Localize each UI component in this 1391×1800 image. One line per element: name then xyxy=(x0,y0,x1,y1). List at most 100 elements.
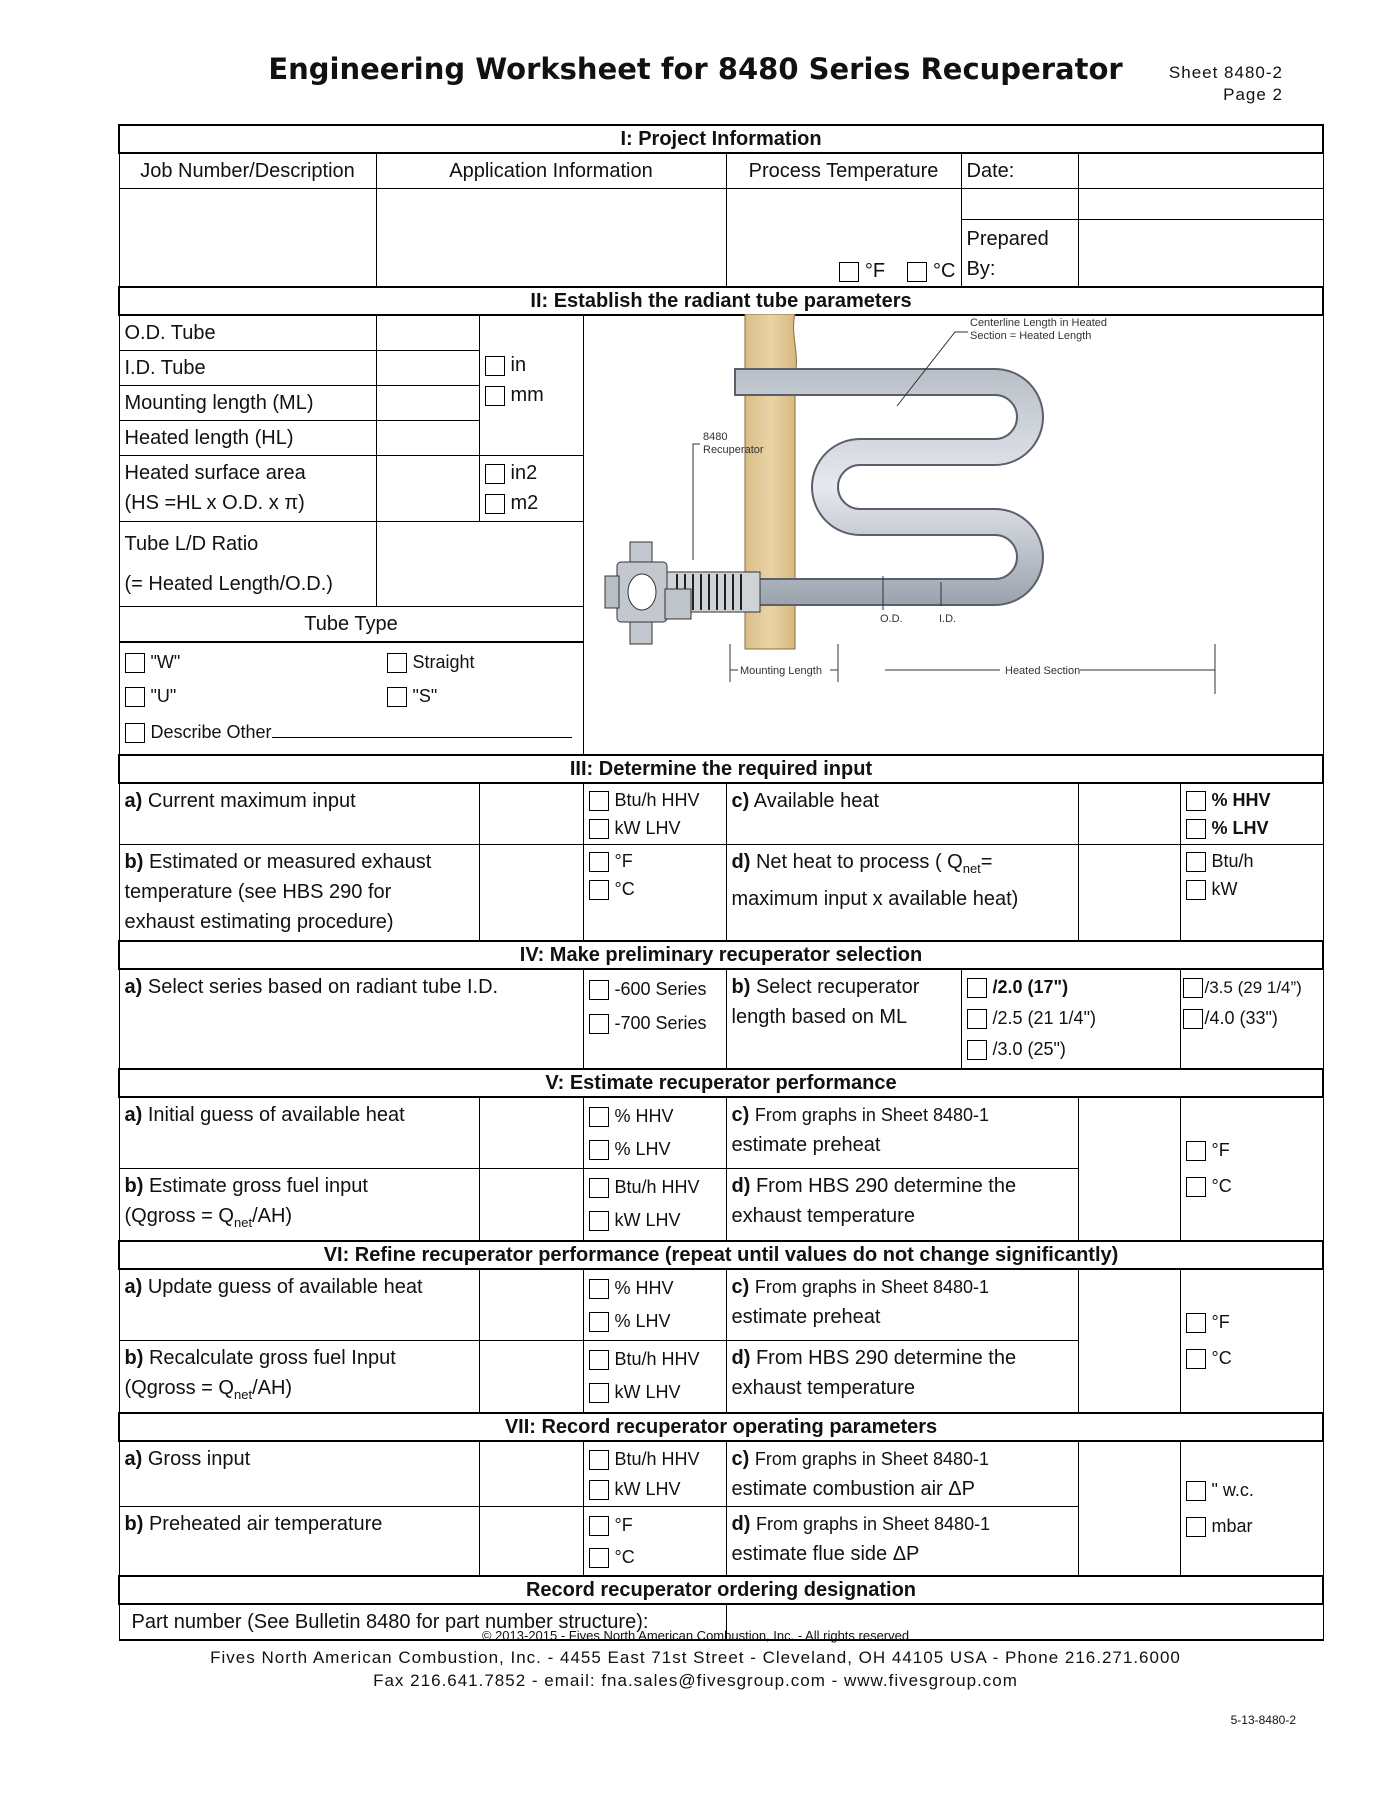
straight-checkbox[interactable] xyxy=(386,652,407,673)
other-checkbox[interactable] xyxy=(124,722,145,743)
area-units: in2 m2 xyxy=(478,455,584,522)
process-temp-field[interactable]: °F°C xyxy=(725,188,962,288)
pct-hhv-label: % HHV xyxy=(614,1277,674,1298)
application-field[interactable] xyxy=(375,188,727,288)
kw-label: kW xyxy=(1211,879,1238,899)
length-2-5-checkbox[interactable] xyxy=(966,1008,987,1029)
deg-c-checkbox[interactable] xyxy=(1185,1348,1206,1369)
pct-lhv-label: % LHV xyxy=(614,1138,671,1159)
pct-lhv-label: % LHV xyxy=(614,1310,671,1331)
deg-f-checkbox[interactable] xyxy=(838,261,859,282)
u-checkbox[interactable] xyxy=(124,686,145,707)
d-tag: d) xyxy=(731,851,751,873)
part-number-field[interactable] xyxy=(725,1603,1324,1641)
gross-input-field[interactable] xyxy=(478,1440,584,1507)
prepared-by-field[interactable] xyxy=(1077,219,1324,288)
pct-hhv-checkbox[interactable] xyxy=(588,1278,609,1299)
heated-length-field[interactable] xyxy=(375,420,480,456)
preheat-exhaust-field[interactable] xyxy=(1077,1096,1181,1241)
btu-hhv-checkbox[interactable] xyxy=(588,1349,609,1370)
length-3-5-label: /3.5 (29 1/4”) xyxy=(1204,977,1302,997)
b-line2a: (Qgross = Q xyxy=(124,1204,234,1227)
length-3-5-checkbox[interactable] xyxy=(1182,977,1203,998)
btu-hhv-checkbox[interactable] xyxy=(588,791,609,812)
preheated-air-field[interactable] xyxy=(478,1505,584,1576)
deg-c-checkbox[interactable] xyxy=(1185,1176,1206,1197)
pct-hhv-checkbox[interactable] xyxy=(588,1106,609,1127)
btuh-checkbox[interactable] xyxy=(1185,852,1206,873)
pct-lhv-checkbox[interactable] xyxy=(588,1311,609,1332)
series-700-checkbox[interactable] xyxy=(588,1013,609,1034)
other-line[interactable] xyxy=(271,719,572,738)
date-field-2[interactable] xyxy=(1077,188,1324,220)
deg-f-checkbox[interactable] xyxy=(1185,1140,1206,1161)
deg-c-checkbox[interactable] xyxy=(588,1547,609,1568)
s-checkbox[interactable] xyxy=(386,686,407,707)
deg-f-label: °F xyxy=(614,851,633,871)
d-eq: = xyxy=(980,851,993,873)
btu-hhv-checkbox[interactable] xyxy=(588,1177,609,1198)
deg-c-label: °C xyxy=(1211,1175,1232,1196)
exhaust-temp-field[interactable] xyxy=(478,844,584,941)
pressure-units: " w.c. mbar xyxy=(1179,1440,1324,1576)
available-heat-field[interactable] xyxy=(1077,782,1181,845)
d-line1: From HBS 290 determine the xyxy=(755,1346,1017,1369)
deg-f-checkbox[interactable] xyxy=(588,1515,609,1536)
in2-checkbox[interactable] xyxy=(484,463,505,484)
section-operating-params: VII: Record recuperator operating parame… xyxy=(118,1411,1324,1442)
pressure-drop-field[interactable] xyxy=(1077,1440,1181,1576)
current-max-input-field[interactable] xyxy=(478,782,584,845)
pct-lhv-checkbox[interactable] xyxy=(1185,819,1206,840)
preheat-label: c) From graphs in Sheet 8480-1 estimate … xyxy=(725,1268,1079,1341)
kw-lhv-checkbox[interactable] xyxy=(588,819,609,840)
recalc-fuel-units: Btu/h HHV kW LHV xyxy=(582,1339,727,1413)
pct-hhv-checkbox[interactable] xyxy=(1185,791,1206,812)
exhaust-temp-label: d) From HBS 290 determine the exhaust te… xyxy=(725,1167,1079,1241)
deg-f-label: °F xyxy=(1211,1311,1230,1332)
update-guess-field[interactable] xyxy=(478,1268,584,1341)
m2-checkbox[interactable] xyxy=(484,493,505,514)
btu-hhv-checkbox[interactable] xyxy=(588,1449,609,1470)
length-3-0-checkbox[interactable] xyxy=(966,1039,987,1060)
gross-fuel-label: b) Estimate gross fuel input (Qgross = Q… xyxy=(118,1167,480,1241)
recalc-fuel-field[interactable] xyxy=(478,1339,584,1413)
deg-c-checkbox[interactable] xyxy=(907,261,928,282)
id-tube-field[interactable] xyxy=(375,350,480,386)
c-tag: c) xyxy=(731,790,750,812)
series-600-checkbox[interactable] xyxy=(588,979,609,1000)
gross-fuel-field[interactable] xyxy=(478,1167,584,1241)
kw-lhv-checkbox[interactable] xyxy=(588,1479,609,1500)
length-2-0-checkbox[interactable] xyxy=(966,977,987,998)
mm-checkbox[interactable] xyxy=(484,385,505,406)
kw-checkbox[interactable] xyxy=(1185,880,1206,901)
wc-label: " w.c. xyxy=(1211,1479,1254,1500)
od-tube-field[interactable] xyxy=(375,314,480,351)
mm-label: mm xyxy=(510,384,544,406)
deg-c-checkbox[interactable] xyxy=(588,880,609,901)
in-label: in xyxy=(510,354,527,376)
kw-lhv-checkbox[interactable] xyxy=(588,1382,609,1403)
initial-guess-field[interactable] xyxy=(478,1096,584,1169)
ld-ratio-field[interactable] xyxy=(375,521,584,607)
d-tag: d) xyxy=(731,1512,751,1535)
deg-f-checkbox[interactable] xyxy=(588,852,609,873)
deg-f-label: °F xyxy=(1211,1139,1230,1160)
d-line2: estimate flue side ΔP xyxy=(731,1542,920,1565)
preheat-exhaust-field[interactable] xyxy=(1077,1268,1181,1413)
job-number-field[interactable] xyxy=(118,188,377,288)
mounting-length-field[interactable] xyxy=(375,385,480,421)
heated-surface-label: Heated surface area(HS =HL x O.D. x π) xyxy=(118,455,377,522)
in-checkbox[interactable] xyxy=(484,355,505,376)
length-4-0-checkbox[interactable] xyxy=(1182,1008,1203,1029)
heated-surface-field[interactable] xyxy=(375,455,480,522)
date-field[interactable] xyxy=(1077,152,1324,189)
mbar-checkbox[interactable] xyxy=(1185,1516,1206,1537)
net-heat-field[interactable] xyxy=(1077,844,1181,941)
date-spacer xyxy=(960,188,1079,220)
id-label: I.D. xyxy=(939,613,956,625)
pct-lhv-checkbox[interactable] xyxy=(588,1139,609,1160)
kw-lhv-checkbox[interactable] xyxy=(588,1210,609,1231)
w-checkbox[interactable] xyxy=(124,652,145,673)
deg-f-checkbox[interactable] xyxy=(1185,1312,1206,1333)
wc-checkbox[interactable] xyxy=(1185,1480,1206,1501)
